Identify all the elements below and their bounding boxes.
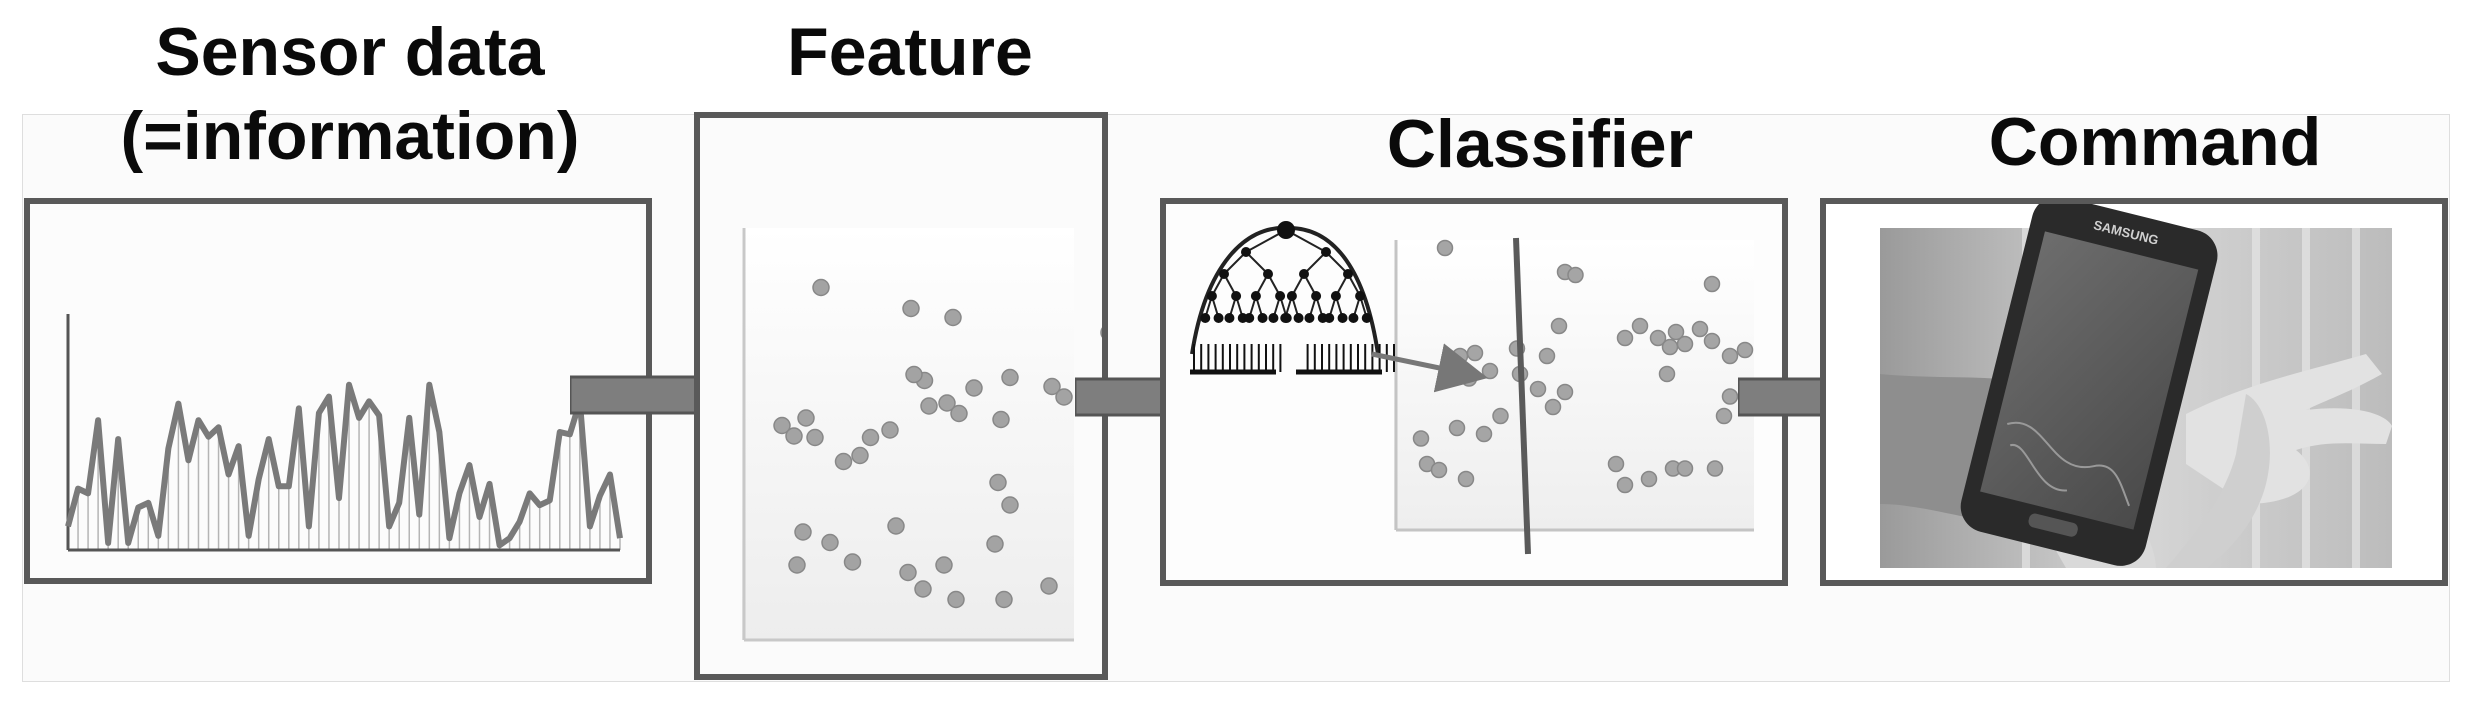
sensor-data-panel — [24, 198, 652, 584]
classifier-point — [1544, 398, 1562, 416]
classifier-point — [1661, 338, 1679, 356]
feature-point — [843, 553, 862, 571]
title-command: Command — [1988, 104, 2322, 180]
feature-point — [914, 580, 932, 598]
command-panel: SAMSUNG — [1820, 198, 2448, 586]
title-sensor-data-line1: Sensor data — [155, 14, 545, 90]
classifier-point — [1436, 239, 1454, 257]
classifier-point — [1466, 344, 1484, 362]
feature-point — [986, 535, 1004, 553]
smartphone-icon: SAMSUNG — [1960, 204, 2218, 566]
feature-point — [1001, 496, 1019, 514]
feature-point — [773, 416, 791, 435]
feature-point — [797, 409, 815, 427]
feature-point — [989, 473, 1007, 492]
feature-point — [920, 397, 938, 415]
title-feature: Feature — [787, 14, 1033, 90]
feature-panel — [694, 112, 1108, 680]
feature-point — [1055, 388, 1073, 406]
classifier-point — [1658, 365, 1676, 383]
holding-fingers — [2166, 394, 2270, 568]
classifier-point — [1667, 323, 1685, 341]
feature-point — [944, 308, 962, 327]
classifier-point — [1556, 383, 1574, 401]
title-sensor-data-line2: (=information) — [120, 98, 580, 174]
classifier-point — [1481, 362, 1499, 380]
feature-point — [899, 563, 917, 582]
classifier-point — [1412, 430, 1430, 447]
feature-point — [995, 590, 1013, 609]
feature-point — [785, 427, 803, 445]
command-photo: SAMSUNG — [1880, 204, 2392, 568]
classifier-pointer-arrow — [1371, 343, 1488, 393]
classifier-point — [1475, 425, 1493, 443]
feature-point — [851, 446, 869, 465]
classifier-point — [1567, 266, 1584, 284]
feature-point — [947, 590, 965, 609]
classifier-point — [1691, 320, 1709, 338]
feature-points — [773, 278, 1102, 609]
classifier-panel — [1160, 198, 1788, 586]
classifier-point — [1457, 470, 1475, 488]
feature-point — [938, 394, 956, 412]
title-sensor-data: Sensor data (=information) — [30, 10, 670, 178]
classifier-point — [1703, 275, 1721, 293]
feature-point — [812, 278, 830, 297]
feature-point — [821, 533, 839, 552]
classifier-point — [1676, 335, 1694, 353]
feature-point — [834, 452, 853, 471]
feature-point — [992, 410, 1010, 429]
feature-point — [965, 379, 983, 397]
title-classifier: Classifier — [1386, 106, 1694, 182]
classifier-point — [1736, 341, 1754, 359]
sensor-signal-plot — [65, 314, 623, 552]
classifier-point — [1607, 455, 1625, 473]
feature-point — [1001, 368, 1019, 387]
decision-boundary — [1513, 237, 1531, 555]
classifier-point — [1492, 407, 1509, 425]
feature-point — [902, 299, 920, 318]
classifier-point — [1631, 317, 1649, 335]
feature-point — [935, 556, 953, 574]
classifier-point — [1676, 460, 1694, 477]
classifier-point — [1616, 476, 1634, 494]
feature-point — [881, 421, 899, 439]
classifier-point — [1721, 347, 1739, 365]
feature-point — [1043, 377, 1061, 396]
classifier-point — [1529, 380, 1547, 398]
feature-point — [950, 404, 968, 423]
classifier-point — [1706, 460, 1724, 477]
feature-point — [794, 523, 812, 541]
classifier-point — [1550, 317, 1568, 335]
sensor-signal-line — [65, 381, 623, 549]
classifier-point — [1430, 461, 1448, 479]
classifier-point — [1448, 419, 1466, 437]
feature-point — [788, 556, 806, 574]
classifier-illustration — [1190, 221, 1754, 555]
classifier-point — [1715, 407, 1733, 425]
classifier-point — [1616, 329, 1634, 347]
feature-point — [861, 428, 880, 447]
feature-point — [887, 517, 905, 535]
feature-point — [1040, 577, 1058, 595]
classifier-point — [1538, 347, 1556, 365]
feature-point — [1100, 327, 1102, 338]
classifier-point — [1649, 329, 1667, 347]
classifier-point — [1640, 470, 1658, 488]
classifier-point — [1703, 332, 1721, 350]
feature-scatter-plot — [742, 228, 1102, 642]
classifier-point — [1721, 388, 1739, 405]
feature-point — [806, 428, 824, 447]
classifier-point — [1451, 347, 1469, 365]
feature-point — [905, 365, 923, 384]
decision-tree-icon — [1190, 221, 1395, 375]
